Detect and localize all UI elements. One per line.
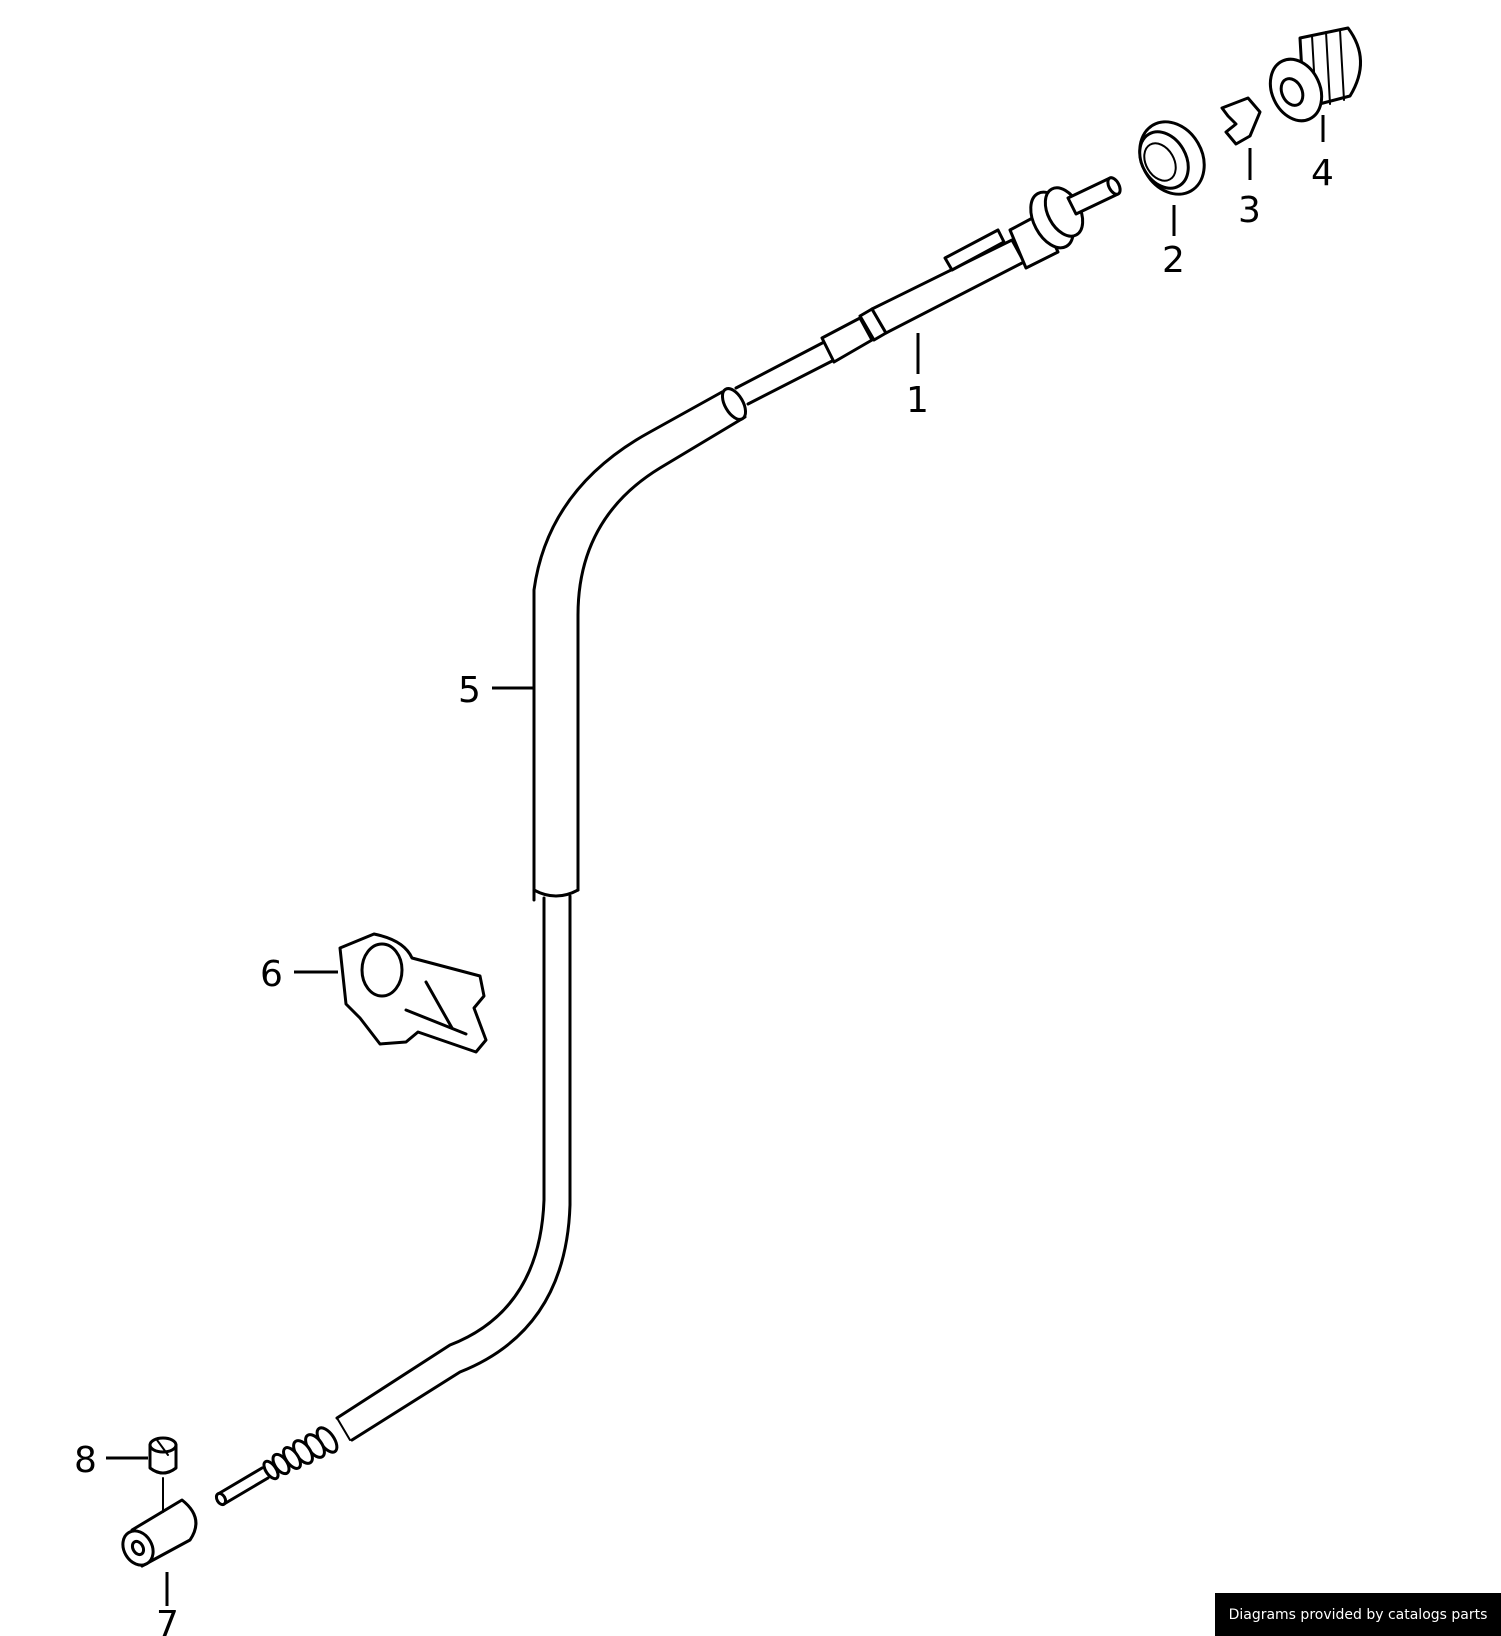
credit-banner: Diagrams provided by catalogs parts — [1215, 1593, 1501, 1636]
label-7: 7 — [156, 1604, 179, 1636]
label-5: 5 — [458, 670, 481, 711]
label-3: 3 — [1238, 190, 1261, 231]
label-6: 6 — [260, 954, 283, 995]
label-4: 4 — [1311, 153, 1334, 194]
label-1: 1 — [906, 380, 929, 421]
knurled-knob-part-4 — [1268, 26, 1362, 123]
cable-holder-part-6 — [338, 932, 488, 1054]
barrel-nipple-part-7 — [121, 1477, 198, 1568]
cap-part-8 — [148, 1436, 178, 1475]
inner-cable-lower — [214, 894, 572, 1507]
leader-lines — [106, 115, 1325, 1606]
label-2: 2 — [1162, 240, 1185, 281]
clip-part-3 — [1220, 96, 1262, 146]
cable-part-1 — [734, 176, 1122, 406]
cable-sheath-part-5 — [532, 387, 748, 902]
label-8: 8 — [74, 1440, 97, 1481]
ring-nut-part-2 — [1138, 120, 1206, 196]
